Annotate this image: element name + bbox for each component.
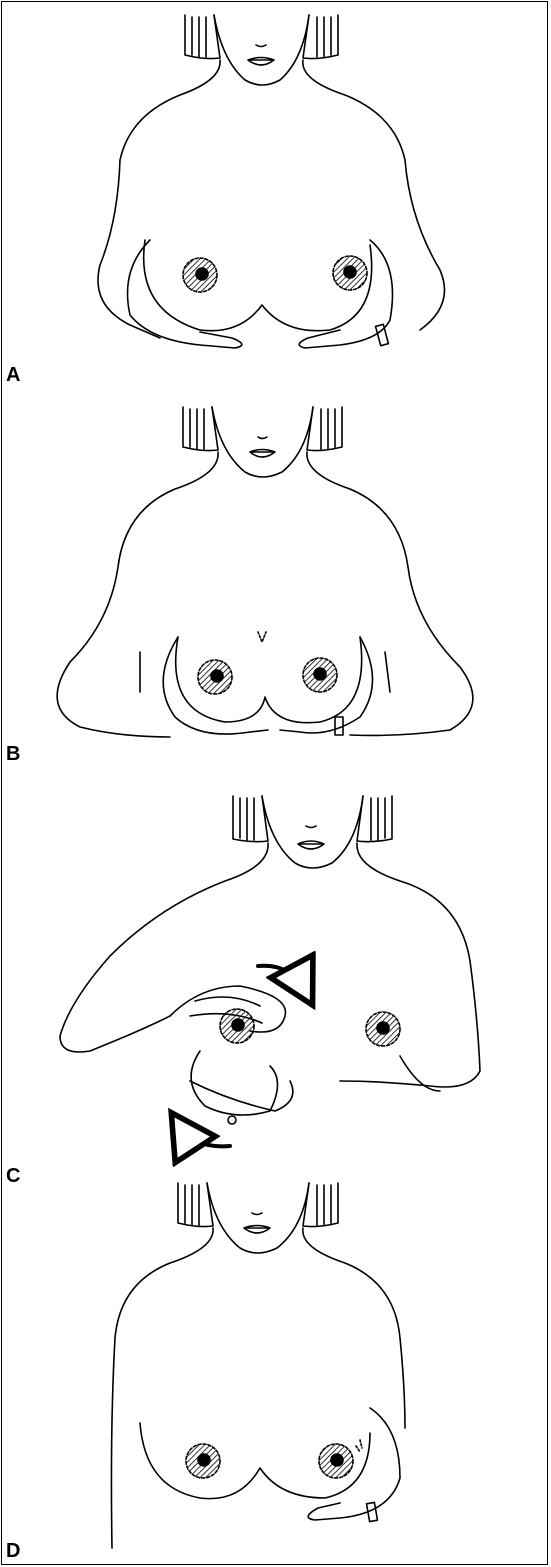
right-shoulder-arm	[340, 843, 480, 1087]
right-shoulder-arm	[303, 60, 445, 330]
right-shoulder-arm	[307, 452, 473, 735]
panel-d: D	[0, 1168, 551, 1558]
areola-left-icon	[198, 660, 232, 694]
areola-left-icon	[183, 258, 217, 292]
ring	[376, 324, 389, 345]
panel-b: B	[0, 392, 551, 782]
panel-label: B	[6, 744, 20, 764]
left-breast	[191, 1051, 277, 1115]
left-shoulder-arm	[111, 1228, 213, 1548]
ring	[366, 1502, 377, 1521]
areola-right-icon	[333, 256, 367, 290]
areola-right-icon	[319, 1444, 353, 1478]
nose	[256, 45, 266, 47]
mouth	[248, 58, 274, 66]
areola-left-icon	[186, 1444, 220, 1478]
areola-right-icon	[366, 1012, 400, 1046]
left-shoulder-arm	[57, 452, 218, 737]
areola-right-icon	[303, 658, 337, 692]
panel-label: D	[6, 1541, 20, 1561]
panel-a: A	[0, 0, 551, 390]
rotate-arrow-icon	[180, 1126, 230, 1146]
right-shoulder-arm	[303, 1228, 405, 1428]
panel-c: C	[0, 781, 551, 1171]
areola-left-icon	[220, 1009, 254, 1043]
left-shoulder-arm	[98, 60, 220, 338]
panel-label: A	[6, 365, 20, 385]
rotate-arrow-icon	[258, 966, 305, 991]
